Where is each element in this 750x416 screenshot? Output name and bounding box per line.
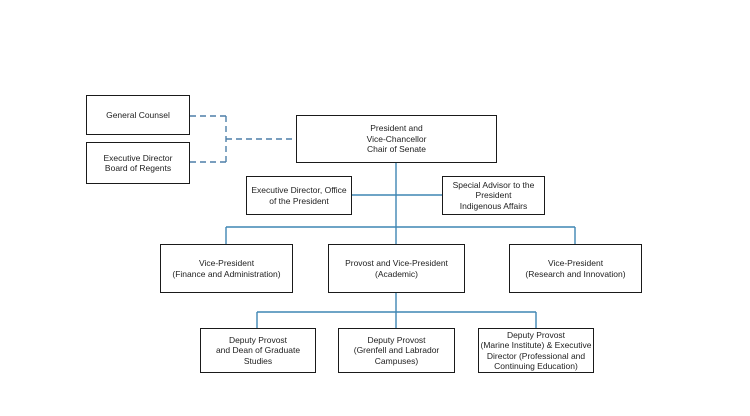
box-text-line: (Grenfell and Labrador (353, 345, 440, 356)
deputy-provost-marine-box: Deputy Provost(Marine Institute) & Execu… (478, 328, 594, 373)
box-text-line: Vice-Chancellor (366, 133, 427, 144)
box-text-line: Vice-President (198, 258, 255, 268)
box-text-line: (Marine Institute) & Executive (480, 340, 592, 350)
box-text-line: Studies (243, 355, 273, 366)
box-text-line: President (475, 190, 512, 201)
box-text-line: Board of Regents (104, 163, 172, 173)
box-text-line: Executive Director (103, 152, 173, 163)
box-text-line: Deputy Provost (228, 334, 288, 345)
box-text-line: Deputy Provost (367, 334, 426, 345)
box-text-line: Continuing Education) (494, 361, 578, 371)
vp-finance-box: Vice-President(Finance and Administratio… (160, 244, 293, 293)
box-text-line: (Academic) (375, 268, 418, 279)
provost-box: Provost and Vice-President(Academic) (328, 244, 465, 293)
box-text-line: of the President (269, 195, 329, 206)
box-text-line: Provost and Vice-President (345, 258, 448, 268)
general-counsel-box: General Counsel (86, 95, 190, 135)
box-text-line: President and (370, 123, 423, 134)
box-text-line: Director (Professional and (486, 350, 586, 361)
box-text-line: (Finance and Administration) (172, 268, 281, 279)
box-text-line: and Dean of Graduate (215, 345, 301, 356)
box-text-line: Vice-President (547, 258, 604, 268)
box-text-line: Chair of Senate (366, 144, 427, 155)
box-text-line: Campuses) (374, 355, 419, 366)
box-text-line: (Research and Innovation) (525, 268, 626, 279)
box-text-line: Special Advisor to the (452, 179, 535, 190)
box-text-line: Executive Director, Office (251, 185, 347, 195)
vp-research-box: Vice-President(Research and Innovation) (509, 244, 642, 293)
box-text-line: Indigenous Affairs (459, 200, 528, 211)
box-text-line: Deputy Provost (506, 329, 566, 340)
box-text-line: General Counsel (106, 109, 170, 120)
